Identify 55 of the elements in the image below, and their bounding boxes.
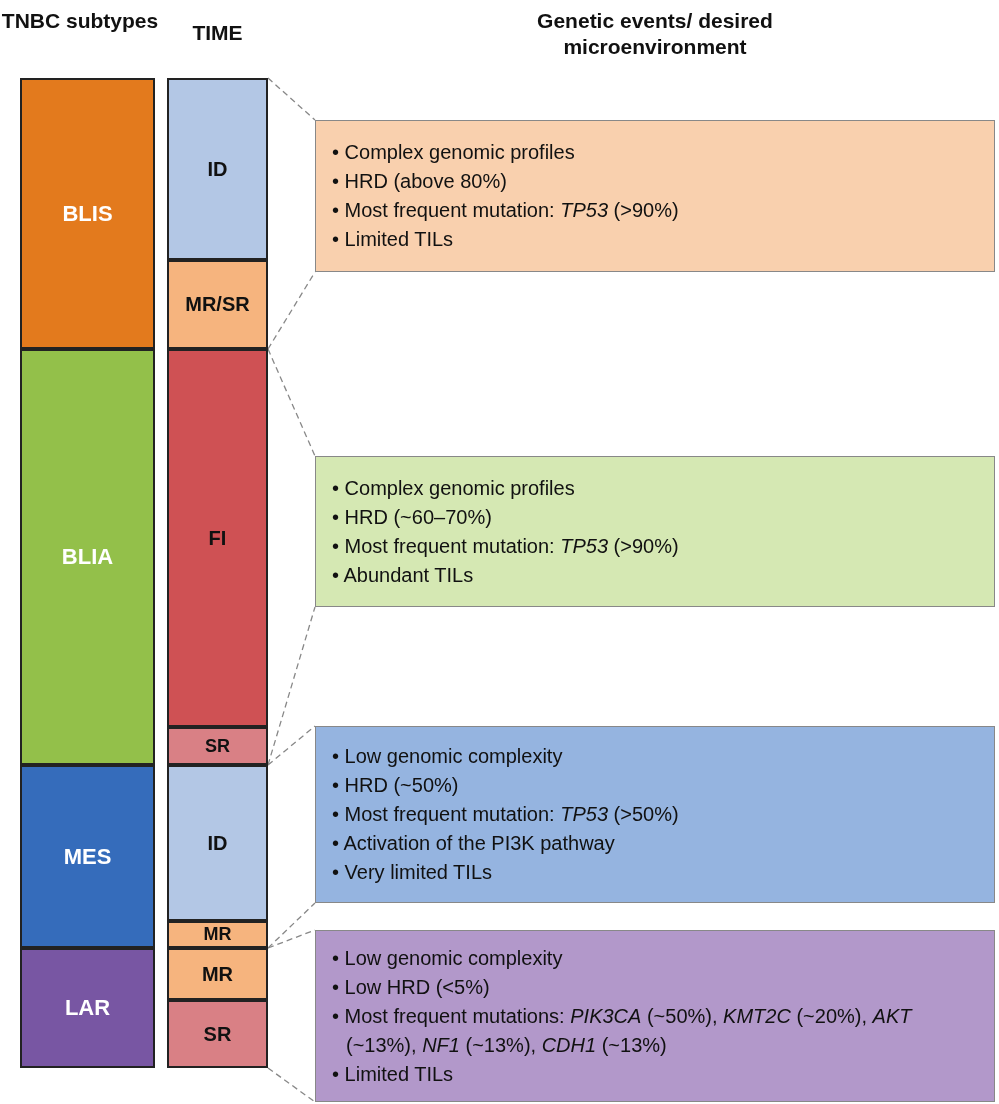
- column-heading: Genetic events/ desired microenvironment: [536, 8, 774, 60]
- column-heading: TIME: [191, 20, 244, 46]
- dashed-line: [267, 606, 316, 766]
- bullet-text: • HRD (~60–70%): [332, 504, 492, 530]
- segment-label: ID: [207, 831, 228, 855]
- bullet-text: • Low genomic complexity: [332, 744, 563, 769]
- dashed-line: [267, 725, 316, 766]
- bullet-text: • Limited TILs: [332, 227, 454, 252]
- dashed-line: [267, 929, 316, 949]
- subtype-bar: [20, 349, 155, 765]
- segment-label: BLIS: [62, 200, 113, 227]
- bullet-text: • Low genomic complexity: [332, 945, 563, 971]
- dashed-line: [267, 77, 316, 121]
- subtype-bar: [20, 948, 155, 1068]
- dashed-line: [267, 1067, 316, 1103]
- bullet-text: • Activation of the PI3K pathway: [332, 831, 615, 856]
- time-segment: [167, 78, 268, 260]
- bullet-text: • Limited TILs: [332, 1061, 454, 1087]
- bullet-text: • Low HRD (<5%): [332, 974, 490, 1000]
- column-heading: TNBC subtypes: [0, 8, 160, 34]
- bullet-text: • Complex genomic profiles: [332, 140, 575, 165]
- segment-label: MR: [203, 924, 232, 945]
- bullet-text: • Abundant TILs: [332, 562, 474, 588]
- time-segment: [167, 765, 268, 921]
- bullet-text: • Most frequent mutation: TP53 (>90%): [332, 533, 679, 559]
- segment-label: SR: [205, 735, 230, 757]
- bullet-text: • HRD (above 80%): [332, 169, 507, 194]
- info-box: [315, 930, 995, 1102]
- info-box: [315, 726, 995, 903]
- segment-label: FI: [208, 526, 227, 550]
- dashed-line: [267, 348, 316, 457]
- bullet-text: • Very limited TILs: [332, 860, 493, 885]
- subtype-bar: [20, 78, 155, 349]
- info-box: [315, 456, 995, 607]
- segment-label: MR/SR: [185, 293, 250, 316]
- segment-label: MES: [63, 843, 112, 870]
- subtype-bar: [20, 765, 155, 948]
- info-box: [315, 120, 995, 272]
- bullet-text: • Most frequent mutation: TP53 (>90%): [332, 198, 679, 223]
- segment-label: BLIA: [61, 544, 114, 570]
- bullet-text: • Complex genomic profiles: [332, 475, 575, 501]
- dashed-line: [267, 902, 316, 949]
- segment-label: SR: [203, 1022, 232, 1046]
- segment-label: ID: [207, 157, 228, 181]
- segment-label: MR: [201, 962, 234, 986]
- time-segment: [167, 349, 268, 727]
- time-segment: [167, 1000, 268, 1068]
- bullet-text: • Most frequent mutation: TP53 (>50%): [332, 802, 679, 827]
- bullet-text: • Most frequent mutations: PIK3CA (~50%), KMT2C (~20%), AKT (~13%), NF1 (~13%), CDH1 (~13%): [332, 1003, 914, 1058]
- time-segment: [167, 727, 268, 765]
- bullet-text: • HRD (~50%): [332, 773, 459, 798]
- segment-label: LAR: [64, 995, 111, 1021]
- time-segment: [167, 921, 268, 948]
- time-segment: [167, 948, 268, 1000]
- time-segment: [167, 260, 268, 349]
